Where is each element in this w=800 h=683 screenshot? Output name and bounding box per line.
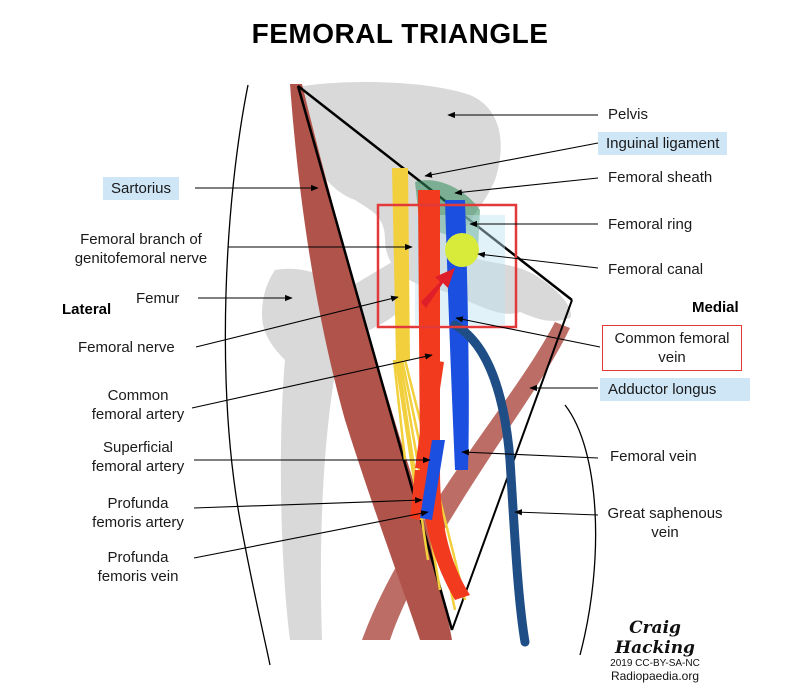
label-superficial-femoral-artery-line1: Superficial [102, 439, 174, 456]
great-saphenous-vein [450, 320, 530, 647]
profunda-femoris-artery [410, 470, 428, 520]
label-common-femoral-artery: Common femoral artery [78, 386, 198, 424]
diagram-title: FEMORAL TRIANGLE [251, 18, 549, 49]
label-femoral-nerve: Femoral nerve [78, 339, 175, 356]
label-profunda-femoris-artery-line2: femoris artery [92, 514, 184, 531]
femur-bone [262, 262, 405, 640]
label-profunda-femoris-vein-line2: femoris vein [97, 568, 179, 585]
label-sartorius: Sartorius [103, 177, 180, 200]
thigh-outline-lateral [224, 84, 271, 666]
label-great-saphenous-vein-line1: Great saphenous [607, 505, 723, 522]
label-inguinal-ligament: Inguinal ligament [598, 132, 728, 155]
label-profunda-femoris-vein: Profunda femoris vein [78, 548, 198, 586]
femoral-ring-arrow [421, 268, 455, 308]
label-common-femoral-vein: Common femoral vein [602, 325, 742, 371]
site-link[interactable]: Radiopaedia.org [610, 669, 700, 683]
sartorius-muscle [290, 84, 452, 640]
label-profunda-femoris-artery: Profunda femoris artery [78, 494, 198, 532]
superficial-femoral-artery [415, 360, 444, 470]
label-common-femoral-artery-line1: Common [107, 387, 169, 404]
leader-lines [191, 111, 601, 559]
credit-block: Craig Hacking 2019 CC-BY-SA-NC Radiopaed… [600, 618, 710, 683]
femoral-canal [445, 233, 479, 267]
label-femoral-ring: Femoral ring [608, 216, 693, 233]
author-signature: Craig Hacking [615, 618, 695, 658]
label-femoral-vein: Femoral vein [610, 448, 697, 465]
label-profunda-femoris-vein-line1: Profunda [107, 549, 169, 566]
femoral-nerve [392, 168, 410, 360]
label-profunda-femoris-artery-line1: Profunda [107, 495, 169, 512]
label-common-femoral-vein-line1: Common femoral [614, 330, 730, 347]
label-adductor-longus: Adductor longus [600, 378, 750, 401]
label-medial: Medial [692, 299, 739, 316]
label-femoral-canal: Femoral canal [608, 261, 704, 278]
profunda-femoris-vein [420, 440, 445, 520]
label-great-saphenous-vein: Great saphenous vein [600, 504, 730, 542]
label-femoral-sheath: Femoral sheath [608, 169, 713, 186]
label-pelvis: Pelvis [608, 106, 649, 123]
femoral-ring-highlight-box [376, 203, 518, 329]
label-superficial-femoral-artery-line2: femoral artery [91, 458, 185, 475]
label-femoral-branch-line2: genitofemoral nerve [74, 250, 208, 267]
label-femoral-branch-genitofemoral: Femoral branch of genitofemoral nerve [56, 230, 226, 268]
label-lateral: Lateral [62, 301, 112, 318]
common-femoral-vein [445, 200, 469, 470]
sartorius-border [296, 85, 454, 631]
label-great-saphenous-vein-line2: vein [651, 524, 679, 541]
label-common-femoral-artery-line2: femoral artery [91, 406, 185, 423]
label-common-femoral-vein-line2: vein [658, 349, 686, 366]
label-femoral-branch-line1: Femoral branch of [80, 231, 202, 248]
label-femur: Femur [136, 290, 180, 307]
label-superficial-femoral-artery: Superficial femoral artery [78, 438, 198, 476]
thigh-outline-medial [564, 404, 597, 656]
license-text: 2019 CC-BY-SA-NC [610, 658, 700, 669]
